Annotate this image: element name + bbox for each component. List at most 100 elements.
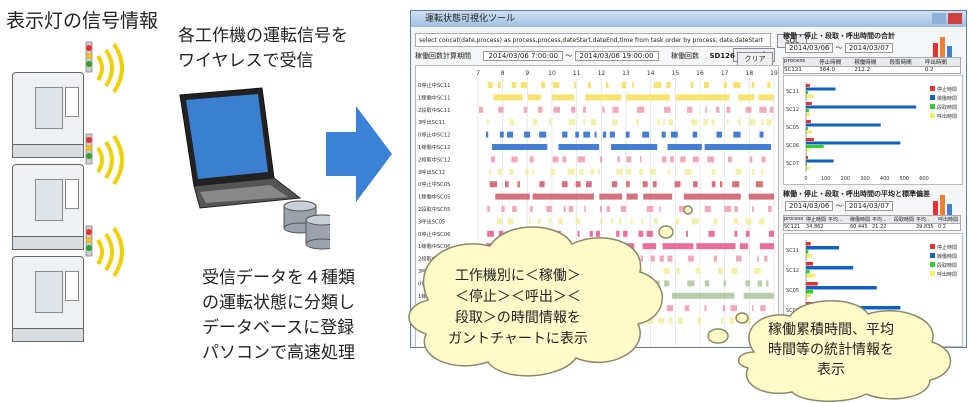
gantt-bar (585, 181, 592, 188)
gantt-bar (625, 131, 630, 138)
gantt-bar (732, 181, 740, 188)
gantt-bar (757, 280, 763, 287)
gantt-bar (724, 206, 732, 212)
gantt-bar (684, 168, 692, 175)
bar (806, 120, 811, 123)
hour-tick-label: 18 (746, 70, 754, 77)
gantt-bar (661, 131, 666, 138)
gantt-bar (524, 131, 531, 138)
gantt-bar (704, 206, 711, 212)
date-from-field[interactable]: 2014/03/06 7:00:00 (483, 51, 564, 61)
average-date-from[interactable]: 2014/03/06 (785, 201, 834, 211)
maximize-icon[interactable] (932, 13, 946, 24)
gantt-bar (561, 181, 568, 188)
gantt-bar (672, 292, 735, 299)
gantt-bar (690, 82, 694, 88)
gantt-bar (745, 218, 752, 225)
gantt-bar (611, 119, 618, 126)
bar (806, 94, 814, 98)
gantt-bar (649, 168, 656, 175)
gantt-bar (575, 131, 579, 138)
total-date-from[interactable]: 2014/03/06 (785, 43, 834, 53)
bar (806, 91, 808, 94)
gantt-row-label: 1稼働中SC06 (418, 242, 450, 250)
gantt-bar (487, 82, 493, 88)
legend-label: 段取時間 (937, 262, 957, 269)
date-to-field[interactable]: 2014/03/06 19:00:00 (574, 51, 659, 61)
gantt-bar (497, 82, 501, 88)
bar (806, 166, 810, 170)
gantt-bar (761, 168, 764, 175)
gantt-bar (487, 206, 490, 212)
gantt-bar (674, 181, 681, 188)
total-date-to[interactable]: 2014/03/07 (844, 43, 894, 53)
gantt-bar (625, 94, 671, 101)
bar (806, 87, 836, 91)
gantt-bar (730, 305, 738, 312)
gantt-bar (562, 131, 568, 138)
gantt-bar (764, 255, 768, 262)
gantt-bar (668, 317, 673, 324)
sql-input[interactable]: select concat(date,process) as process,p… (415, 33, 771, 47)
gantt-bar (532, 168, 535, 175)
average-date-to[interactable]: 2014/03/07 (844, 201, 894, 211)
table-row[interactable]: SC121 364.0 212.2 0.2 (783, 67, 961, 74)
gantt-bar (506, 131, 514, 138)
gantt-bar (637, 106, 645, 113)
gantt-row-label: 0停止中SC12 (418, 131, 450, 139)
gantt-bar (532, 119, 538, 126)
gantt-bar (558, 144, 600, 150)
gantt-bar (525, 168, 529, 175)
total-table: process 停止時間 稼働時間 段取時間 呼出時間 SC121 364.0 … (783, 57, 961, 74)
average-table-header: process 停止時間 平均... 稼働時間 平均... 段取時間 平均.. … (783, 215, 961, 224)
category-label: SC12 (786, 107, 799, 113)
gantt-bar (630, 218, 633, 225)
gantt-bar (583, 119, 585, 126)
gantt-bar (597, 168, 601, 175)
gantt-bar (626, 168, 632, 175)
gantt-bar (646, 206, 654, 212)
gantt-row-label: 2段取中SC11 (418, 106, 450, 114)
gantt-row-label: 0停止中SC06 (418, 230, 450, 238)
gantt-bar (680, 156, 686, 163)
bar (806, 282, 818, 286)
gantt-bar (755, 181, 763, 188)
gantt-bar (749, 119, 756, 126)
total-table-header: process 停止時間 稼働時間 段取時間 呼出時間 (783, 57, 961, 67)
hour-tick-label: 13 (622, 70, 630, 77)
gantt-bar (704, 280, 710, 287)
gantt-bar (670, 131, 678, 138)
gantt-bar (749, 156, 753, 163)
gantt-row-label: 2段取中SC05 (418, 205, 450, 213)
gantt-bar (493, 94, 523, 101)
bar (806, 148, 809, 152)
bar (806, 102, 812, 105)
bar (806, 105, 917, 109)
gantt-row-label: 1稼働中SC11 (418, 93, 450, 101)
gantt-bar (499, 131, 504, 138)
close-icon[interactable] (948, 13, 962, 24)
gantt-bar (492, 144, 548, 150)
gantt-bar (759, 106, 767, 113)
gantt-bar (643, 193, 673, 200)
category-label: SC05 (786, 288, 799, 294)
gantt-bar (588, 82, 591, 88)
gantt-bar (509, 168, 514, 175)
bar (806, 123, 881, 127)
bar (806, 159, 834, 163)
gantt-row-label: 3呼出SC05 (418, 217, 445, 225)
table-row[interactable]: SC121 34.862 60.445 21.22 39.835 0.2 (783, 224, 961, 231)
bar-chart-icon[interactable] (931, 35, 955, 57)
gantt-bar (574, 82, 577, 88)
gantt-bar (541, 82, 545, 88)
gantt-row-label: 1稼働中SC12 (418, 143, 450, 151)
legend-label: 呼出時間 (937, 113, 957, 120)
gantt-bar (612, 181, 618, 188)
gantt-bar (667, 255, 673, 262)
gantt-bar (511, 156, 518, 163)
gantt-bar (538, 106, 543, 113)
gantt-bar (512, 206, 517, 212)
gantt-bar (606, 82, 609, 88)
bar-chart-icon[interactable] (931, 193, 955, 215)
